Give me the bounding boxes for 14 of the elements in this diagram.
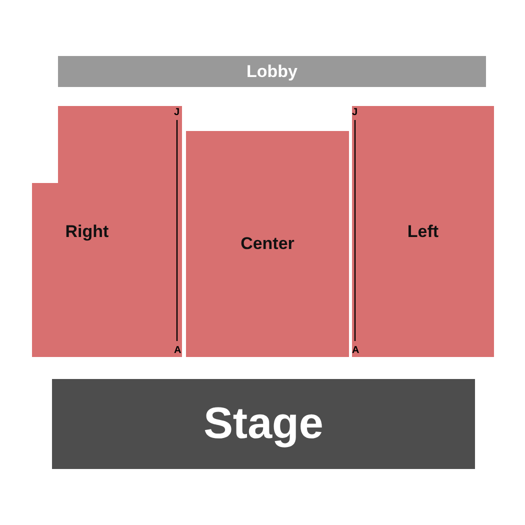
lobby-area	[58, 56, 486, 87]
stage-area	[52, 379, 475, 469]
section-label: Left	[407, 222, 439, 242]
stage-label: Stage	[204, 399, 324, 449]
area-label: Lobby	[246, 62, 298, 82]
row-letter: A	[352, 346, 360, 356]
row-letter: J	[174, 108, 180, 118]
row-letter: J	[352, 108, 358, 118]
section-label: Center	[240, 234, 294, 254]
seating-section	[352, 106, 494, 357]
row-letter: A	[174, 346, 182, 356]
section-label: Right	[65, 222, 109, 242]
seating-section	[32, 106, 182, 357]
seating-section	[186, 131, 349, 357]
